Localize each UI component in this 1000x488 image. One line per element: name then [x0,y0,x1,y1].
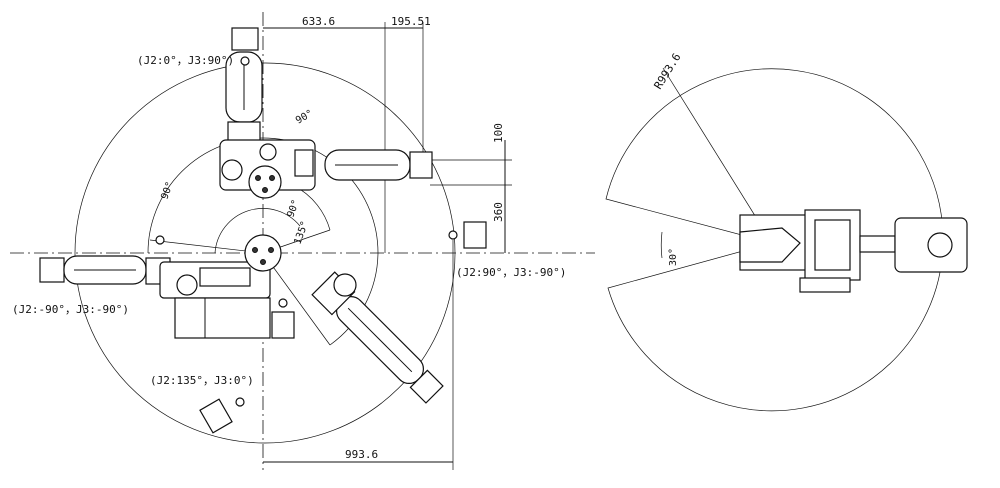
tool-flange-left [39,257,65,283]
base-pedestal [174,297,271,339]
dim-label-633: 633.6 [302,15,335,28]
tool-flange-diagonal [409,369,444,404]
inner-arc-4 [214,208,301,254]
label-pose-bottom: (J2:135°，J3:0°) [150,374,254,387]
right-view: R993.6 30° [605,51,968,412]
label-pose-top: (J2:0°，J3:90°) [137,54,234,67]
tool-flange-right [409,151,433,179]
tool-flange-lower [199,398,233,434]
joint-j3 [248,165,282,199]
leader-2 [262,252,331,346]
robot-upper-body [219,139,316,199]
tool-flange-top [231,27,259,51]
label-pose-right: (J2:90°，J3:-90°) [456,266,566,279]
angle-label-2: 90° [159,180,176,201]
dim-label-100: 100 [492,123,505,143]
angle-label-3: 90° [285,198,302,219]
leader-3 [149,239,264,254]
dim-label-195: 195.51 [391,15,431,28]
arm-pose-top [225,27,263,145]
joint-j2 [244,234,282,272]
label-pose-left: (J2:-90°，J3:-90°) [12,303,129,316]
reach-circle-lower [74,252,264,444]
angle-label-30: 30° [668,248,679,266]
arm-pose-diagonal [311,271,444,404]
angle-arc [660,231,663,259]
angle-label-1: 90° [294,108,315,127]
dim-label-993: 993.6 [345,448,378,461]
dim-label-360: 360 [492,202,505,222]
radius-leader [662,67,773,244]
left-view: (J2:0°，J3:90°) (J2:90°，J3:-90°) (J2:-90°… [10,12,595,470]
tcp-markers [155,56,487,407]
arm-pose-right [324,149,433,181]
arm-pose-left [39,255,171,285]
angle-label-4: 135° [292,220,311,246]
robot-top-view [739,209,968,293]
reach-circle [74,62,456,444]
robot-base [159,234,295,339]
radius-label: R993.6 [652,51,684,92]
